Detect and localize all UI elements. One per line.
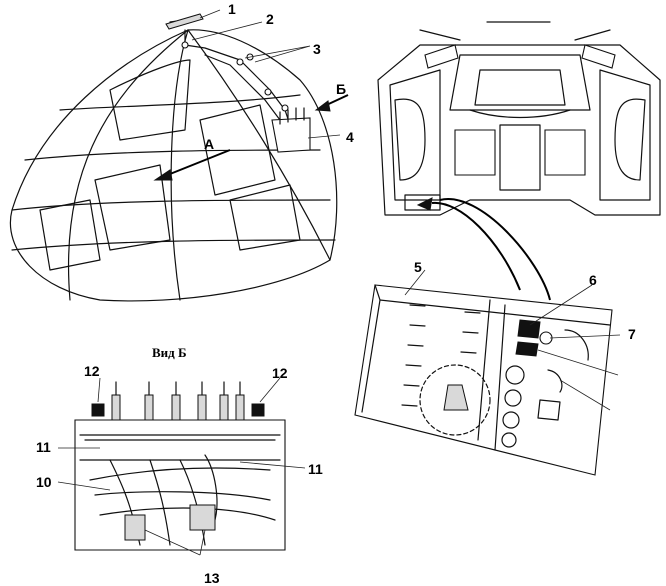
label-2: 2: [266, 11, 274, 27]
console-panel-drawing: [354, 269, 621, 476]
view-b-drawing: [57, 377, 306, 556]
label-5: 5: [414, 259, 422, 275]
label-7: 7: [628, 326, 636, 342]
label-10: 10: [36, 474, 52, 490]
label-11-right: 11: [308, 461, 323, 477]
canopy-drawing: [9, 9, 349, 302]
label-12-left: 12: [84, 363, 100, 379]
label-11-left: 11: [36, 439, 51, 455]
label-arrow-b: Б: [336, 81, 346, 97]
label-12-right: 12: [272, 365, 288, 381]
label-3: 3: [313, 41, 321, 57]
label-arrow-a: A: [204, 136, 214, 152]
label-1: 1: [228, 1, 236, 17]
label-6: 6: [589, 272, 597, 288]
label-4: 4: [346, 129, 354, 145]
cockpit-drawing: [377, 21, 661, 301]
view-b-title: Вид Б: [152, 345, 187, 360]
label-13: 13: [204, 570, 220, 586]
